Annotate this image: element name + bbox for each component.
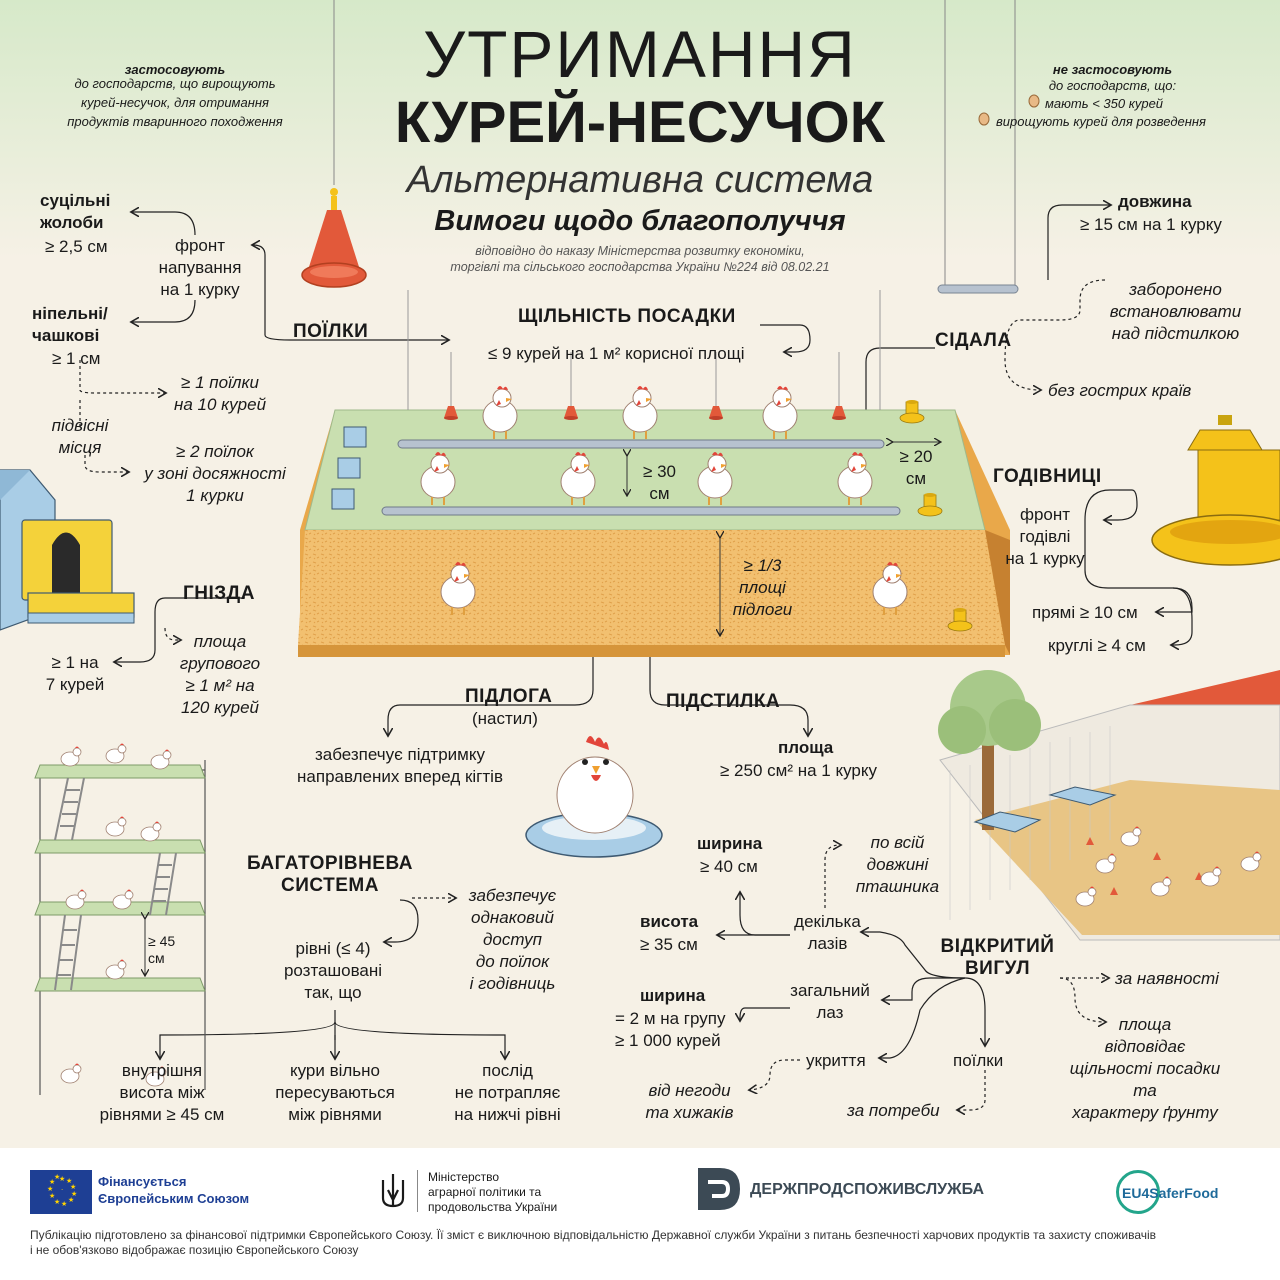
header-background — [0, 0, 1280, 260]
litter-heading: ПІДСТИЛКА — [666, 691, 781, 712]
litter-area-value: ≥ 250 см² на 1 курку — [720, 761, 877, 780]
svg-text:★: ★ — [47, 1185, 53, 1193]
gap-side-label: ≥ 20 см — [899, 447, 933, 488]
feeders-round: круглі ≥ 4 см — [1048, 636, 1146, 655]
svg-text:★: ★ — [68, 1196, 74, 1204]
apply-text: до господарств, що вирощують курей-несуч… — [67, 76, 283, 129]
ministry-divider — [417, 1170, 418, 1212]
footer-disclaimer: Публікацію підготовлено за фінансової пі… — [30, 1228, 1157, 1257]
multilevel-levels: рівні (≤ 4) розташовані так, що — [283, 939, 383, 1002]
outdoor-several-hatches: декілька лазів — [794, 912, 861, 953]
outdoor-width-title: ширина — [697, 834, 763, 853]
floor-sub: (настил) — [472, 709, 538, 728]
multilevel-height: внутрішня висота між рівнями ≥ 45 см — [99, 1061, 225, 1124]
nests-ratio: ≥ 1 на 7 курей — [45, 653, 105, 694]
not-apply-item: мають < 350 курей — [1045, 96, 1164, 111]
eu4saferfood-text: EU4SaferFood — [1122, 1185, 1219, 1201]
perch-no-edges: без гострих країв — [1048, 381, 1192, 400]
nipple-title: ніпельні/ чашкові — [32, 304, 108, 345]
outdoor-width2-value: = 2 м на групу ≥ 1 000 курей — [615, 1009, 726, 1050]
apply-title: застосовують — [124, 62, 226, 77]
trident-icon — [380, 1172, 406, 1212]
multilevel-droppings: послід не потрапляє на нижчі рівні — [454, 1061, 561, 1124]
nipple-value: ≥ 1 см — [52, 349, 101, 368]
feeders-heading: ГОДІВНИЦІ — [993, 466, 1102, 487]
svg-text:★: ★ — [49, 1192, 55, 1200]
footer: ★★★ ★★★ ★★★ ★★· Фінансується Європейськи… — [0, 1148, 1280, 1280]
outdoor-general-hatch: загальний лаз — [790, 981, 870, 1022]
perch-length-title: довжина — [1118, 192, 1192, 211]
nests-group-area: площа групового ≥ 1 м² на 120 курей — [179, 632, 261, 717]
svg-text:★: ★ — [66, 1177, 72, 1185]
outdoor-available: за наявності — [1115, 969, 1219, 988]
eu4saferfood-icon — [1116, 1170, 1160, 1214]
not-apply-title: не застосовують — [1052, 62, 1173, 77]
outdoor-width-value: ≥ 40 см — [700, 857, 758, 876]
solid-troughs-value: ≥ 2,5 см — [45, 237, 108, 256]
outdoor-height-title: висота — [640, 912, 699, 931]
svg-text:★: ★ — [49, 1178, 55, 1186]
outdoor-shelter: укриття — [806, 1051, 866, 1070]
not-apply-item: вирощують курей для розведення — [996, 114, 1206, 129]
outdoor-area: площа відповідає щільності посадки та ха… — [1069, 1015, 1221, 1122]
outdoor-weather: від негоди та хижаків — [645, 1081, 734, 1122]
nests-heading: ГНІЗДА — [183, 583, 255, 604]
outdoor-whole-length: по всій довжині пташника — [855, 833, 940, 896]
outdoor-drinkers: поїлки — [953, 1051, 1004, 1070]
feeders-front: фронт годівлі на 1 курку — [1005, 505, 1085, 568]
svg-text:★: ★ — [54, 1173, 60, 1181]
outdoor-as-needed: за потреби — [847, 1101, 940, 1120]
drinkers-in-reach: ≥ 2 поїлок у зоні досяжності 1 курки — [144, 442, 286, 505]
service-logo-icon — [698, 1168, 740, 1210]
not-apply-text: до господарств, що: — [1048, 78, 1177, 93]
solid-troughs-title: суцільні жолоби — [40, 191, 111, 232]
litter-share-label: ≥ 1/3 площі підлоги — [732, 556, 793, 619]
floor-text: забезпечує підтримку направлених вперед … — [297, 745, 503, 786]
title-line-2: КУРЕЙ-НЕСУЧОК — [394, 90, 886, 155]
density-heading: ЩІЛЬНІСТЬ ПОСАДКИ — [518, 306, 736, 327]
perch-forbidden: заборонено встановлювати над підстилкою — [1109, 280, 1242, 343]
title-requirements: Вимоги щодо благополуччя — [434, 205, 846, 237]
svg-text:★: ★ — [71, 1190, 77, 1198]
svg-text:★: ★ — [54, 1198, 60, 1206]
svg-text:★: ★ — [61, 1200, 67, 1208]
outdoor-heading: ВІДКРИТИЙ ВИГУЛ — [940, 936, 1055, 979]
drinkers-front: фронт напування на 1 курку — [158, 236, 242, 299]
title-line-1: УТРИМАННЯ — [423, 17, 857, 91]
perch-length-value: ≥ 15 см на 1 курку — [1080, 215, 1222, 234]
density-value: ≤ 9 курей на 1 м² корисної площі — [488, 344, 745, 363]
eu-flag-icon: ★★★ ★★★ ★★★ ★★· — [30, 1170, 92, 1214]
service-text: ДЕРЖПРОДСПОЖИВСЛУЖБА — [750, 1181, 985, 1198]
feeders-straight: прямі ≥ 10 см — [1032, 603, 1138, 622]
svg-text:·: · — [61, 1186, 63, 1194]
decree-reference: відповідно до наказу Міністерства розвит… — [450, 244, 830, 274]
svg-text:★: ★ — [70, 1183, 76, 1191]
outdoor-width2-title: ширина — [640, 986, 706, 1005]
outdoor-height-value: ≥ 35 см — [640, 935, 698, 954]
litter-area-title: площа — [778, 738, 834, 757]
gap-horizontal-label: ≥ 30 см — [643, 462, 676, 503]
drinkers-per-ten: ≥ 1 поїлки на 10 курей — [173, 373, 267, 414]
perches-heading: СІДАЛА — [935, 330, 1012, 351]
svg-text:★: ★ — [59, 1175, 65, 1183]
eu-funding-text: Фінансується Європейським Союзом — [98, 1174, 250, 1206]
multilevel-access: забезпечує однаковий доступ до поїлок і … — [468, 886, 557, 993]
ministry-text: Міністерство аграрної політики та продов… — [428, 1170, 558, 1214]
floor-heading: ПІДЛОГА — [465, 686, 553, 707]
multilevel-heading: БАГАТОРІВНЕВА СИСТЕМА — [247, 853, 413, 896]
drinkers-heading: ПОЇЛКИ — [293, 321, 369, 342]
multilevel-move: кури вільно пересуваються між рівнями — [275, 1061, 395, 1124]
title-subtitle: Альтернативна система — [406, 159, 874, 201]
suspended-places: підвісні місця — [51, 416, 109, 457]
multilevel-dimension: ≥ 45 см — [148, 933, 176, 966]
